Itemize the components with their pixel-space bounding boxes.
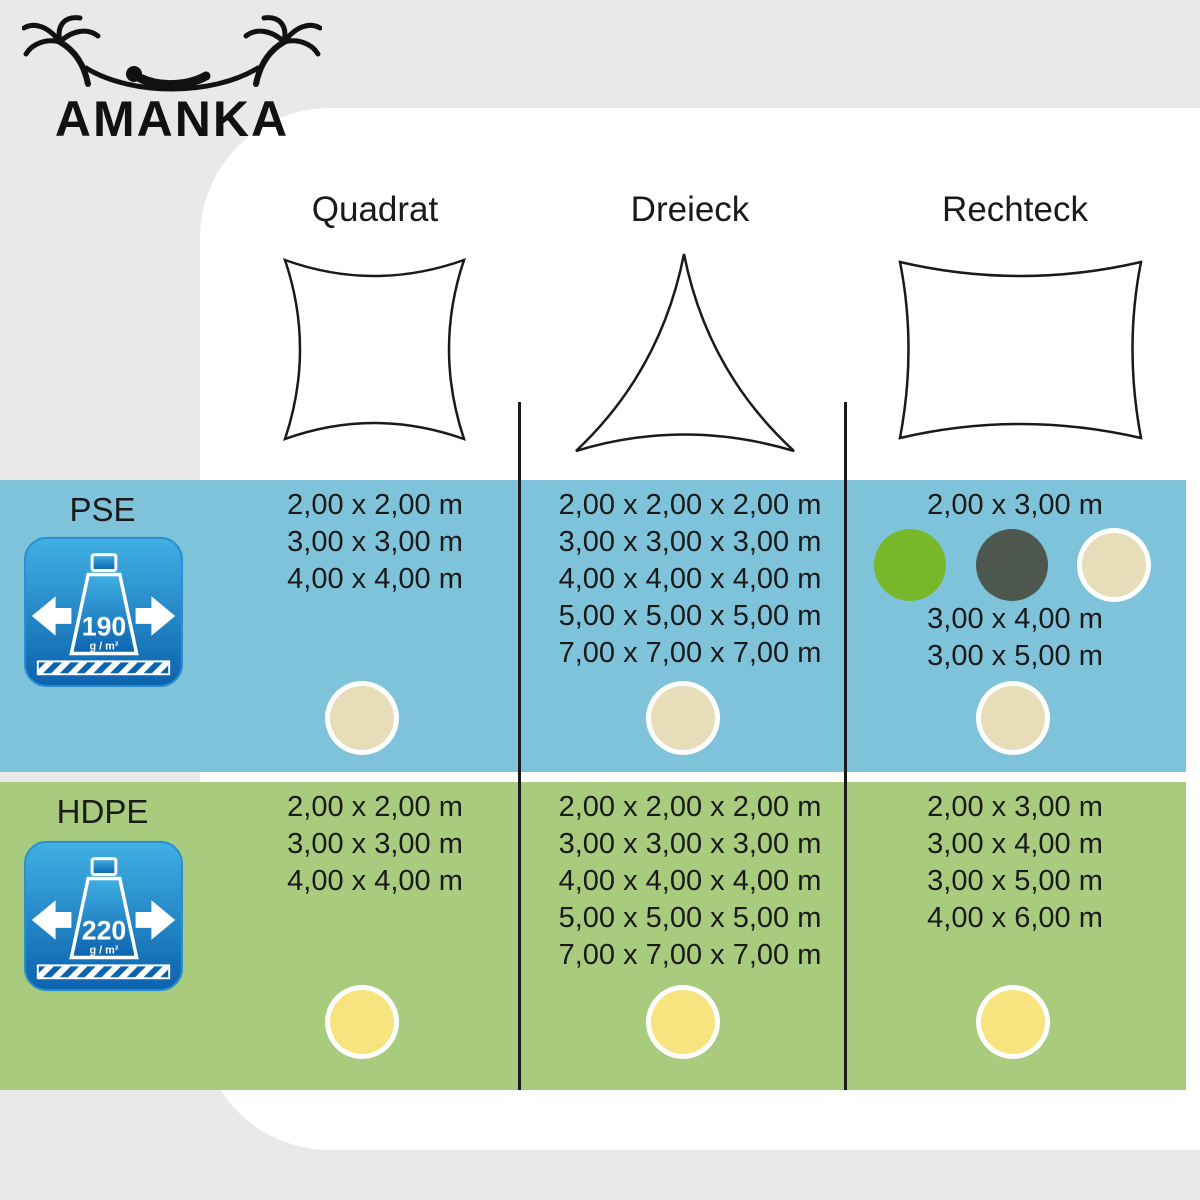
- square-sail-icon: [282, 257, 467, 442]
- triangle-sail-icon: [575, 253, 795, 453]
- size-line: 3,00 x 5,00 m: [927, 640, 1103, 672]
- size-line: 3,00 x 3,00 m: [287, 526, 463, 558]
- weight-unit: g / m²: [90, 641, 119, 653]
- color-dot-beige: [330, 686, 394, 750]
- size-line: 4,00 x 6,00 m: [927, 902, 1103, 934]
- size-line: 4,00 x 4,00 m: [287, 563, 463, 595]
- size-line: 7,00 x 7,00 x 7,00 m: [558, 637, 822, 669]
- size-line: 4,00 x 4,00 x 4,00 m: [558, 865, 822, 897]
- palm-tree-icon: [57, 39, 91, 87]
- size-line: 4,00 x 4,00 m: [287, 865, 463, 897]
- size-line: 2,00 x 2,00 x 2,00 m: [558, 489, 822, 521]
- weight-value: 220: [82, 916, 126, 946]
- size-line: 2,00 x 2,00 m: [287, 791, 463, 823]
- pse-rechteck-sizes-top: 2,00 x 3,00 m: [858, 487, 1172, 524]
- size-line: 2,00 x 3,00 m: [927, 489, 1103, 521]
- hdpe-rechteck-sizes: 2,00 x 3,00 m 3,00 x 4,00 m 3,00 x 5,00 …: [858, 789, 1172, 937]
- column-divider: [518, 402, 521, 1090]
- color-dot-yellow: [330, 990, 394, 1054]
- palm-tree-icon: [253, 39, 287, 87]
- color-swatch-anthracite: [976, 529, 1048, 601]
- weight-icon: [69, 572, 139, 656]
- pse-rechteck-sizes-bottom: 3,00 x 4,00 m 3,00 x 5,00 m: [858, 601, 1172, 675]
- column-header-dreieck: Dreieck: [630, 190, 750, 229]
- color-dot-yellow: [651, 990, 715, 1054]
- hdpe-quadrat-sizes: 2,00 x 2,00 m 3,00 x 3,00 m 4,00 x 4,00 …: [230, 789, 520, 900]
- size-line: 3,00 x 5,00 m: [927, 865, 1103, 897]
- column-header-rechteck: Rechteck: [942, 190, 1088, 229]
- weight-icon: [69, 876, 139, 960]
- material-label-hdpe: HDPE: [56, 793, 149, 830]
- brand-name: AMANKA: [55, 91, 289, 147]
- size-line: 5,00 x 5,00 x 5,00 m: [558, 600, 822, 632]
- pse-dreieck-sizes: 2,00 x 2,00 x 2,00 m 3,00 x 3,00 x 3,00 …: [535, 487, 845, 672]
- column-header-quadrat: Quadrat: [311, 190, 439, 229]
- hdpe-dreieck-sizes: 2,00 x 2,00 x 2,00 m 3,00 x 3,00 x 3,00 …: [535, 789, 845, 974]
- arrow-left-icon: [31, 900, 72, 940]
- size-line: 3,00 x 4,00 m: [927, 603, 1103, 635]
- size-line: 4,00 x 4,00 x 4,00 m: [558, 563, 822, 595]
- fabric-weight-icon-pse: 190 g / m²: [23, 536, 184, 688]
- pse-quadrat-sizes: 2,00 x 2,00 m 3,00 x 3,00 m 4,00 x 4,00 …: [230, 487, 520, 598]
- arrow-left-icon: [31, 596, 72, 636]
- ground-hatch: [36, 964, 171, 980]
- size-line: 3,00 x 3,00 m: [287, 828, 463, 860]
- size-line: 2,00 x 3,00 m: [927, 791, 1103, 823]
- size-line: 5,00 x 5,00 x 5,00 m: [558, 902, 822, 934]
- size-line: 3,00 x 3,00 x 3,00 m: [558, 828, 822, 860]
- size-line: 3,00 x 3,00 x 3,00 m: [558, 526, 822, 558]
- size-line: 3,00 x 4,00 m: [927, 828, 1103, 860]
- arrow-right-icon: [135, 900, 176, 940]
- color-dot-beige: [651, 686, 715, 750]
- weight-value: 190: [82, 612, 126, 642]
- weight-unit: g / m²: [90, 945, 119, 957]
- color-dot-beige: [981, 686, 1045, 750]
- size-line: 2,00 x 2,00 x 2,00 m: [558, 791, 822, 823]
- material-label-pse: PSE: [69, 491, 136, 528]
- arrow-right-icon: [135, 596, 176, 636]
- size-line: 2,00 x 2,00 m: [287, 489, 463, 521]
- amanka-logo: AMANKA: [22, 15, 322, 147]
- fabric-weight-icon-hdpe: 220 g / m²: [23, 840, 184, 992]
- color-dot-yellow: [981, 990, 1045, 1054]
- color-swatch-green: [874, 529, 946, 601]
- column-divider: [844, 402, 847, 1090]
- size-line: 7,00 x 7,00 x 7,00 m: [558, 939, 822, 971]
- rectangle-sail-icon: [898, 260, 1143, 440]
- ground-hatch: [36, 660, 171, 676]
- color-swatch-beige: [1082, 533, 1146, 597]
